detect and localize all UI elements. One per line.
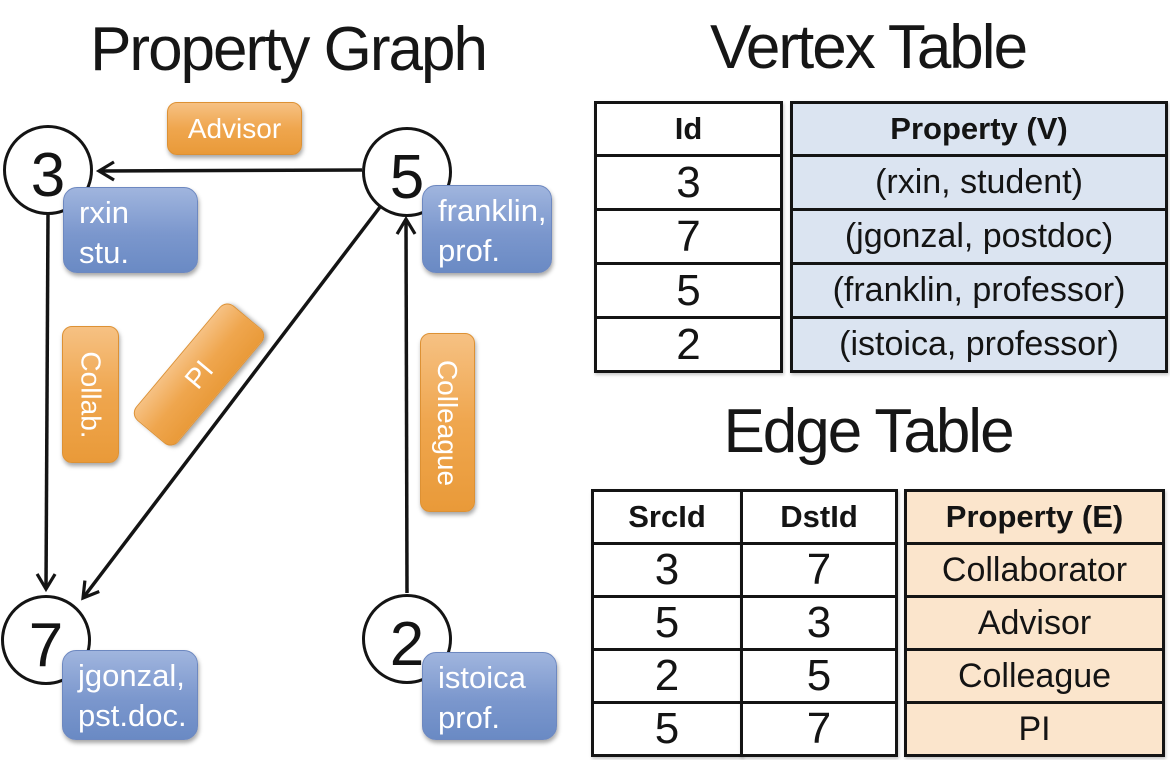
vertex-property-line2: prof. (438, 700, 501, 735)
vertex-table-property-column: Property (V) (rxin, student) (jgonzal, p… (790, 101, 1168, 373)
edge-table-property-cell: Colleague (907, 648, 1162, 701)
vertex-table-id-cell: 2 (597, 316, 780, 370)
edge-label-collab: Collab. (62, 326, 119, 463)
edge-label-text: Advisor (187, 112, 282, 144)
node-id-label: 7 (28, 610, 64, 680)
vertex-property-line2: stu. (79, 235, 129, 270)
edge-table-srcid-cell: 2 (594, 648, 740, 701)
vertex-property-line1: jgonzal, (78, 658, 185, 693)
edge-2-to-5-colleague (395, 215, 417, 594)
vertex-property-line2: prof. (438, 233, 501, 268)
node-id-label: 5 (389, 142, 425, 212)
edge-label-text: PI (178, 354, 219, 395)
vertex-property-box-7: jgonzal, pst.doc. (62, 650, 198, 740)
graph-node-5: 5 (362, 127, 452, 217)
edge-label-colleague: Colleague (420, 333, 475, 512)
graph-node-2: 2 (362, 594, 452, 684)
edge-table-property-cell: Advisor (907, 595, 1162, 648)
edge-3-to-7-collab (35, 213, 57, 593)
vertex-table-property-cell: (jgonzal, postdoc) (793, 208, 1165, 262)
vertex-property-box-3: rxin stu. (63, 187, 198, 273)
vertex-property-line1: rxin (79, 195, 129, 230)
vertex-table-title: Vertex Table (709, 13, 1028, 82)
edge-table-srcid-header: SrcId (628, 499, 706, 534)
vertex-property-line1: istoica (438, 660, 526, 695)
vertex-table-property-cell: (franklin, professor) (793, 262, 1165, 316)
vertex-table-property-cell: (istoica, professor) (793, 316, 1165, 370)
edge-table-dstid-header: DstId (780, 499, 858, 534)
tables-panel: Vertex Table Id 3 7 5 2 Property (V) (rx… (580, 0, 1170, 760)
vertex-property-box-2: istoica prof. (422, 652, 557, 740)
edge-label-text: Colleague (432, 359, 464, 486)
edge-5-to-7-pi (81, 205, 382, 601)
edge-table-dstid-column: DstId 7 3 5 7 (740, 489, 898, 757)
edge-table-srcid-cell: 5 (594, 595, 740, 648)
vertex-property-line1: franklin, (438, 193, 547, 228)
edge-table-srcid-cell: 5 (594, 701, 740, 754)
node-id-label: 3 (30, 140, 66, 210)
edge-table-title: Edge Table (723, 397, 1014, 466)
vertex-table-id-cell: 5 (597, 262, 780, 316)
edge-label-text: Collab. (75, 350, 107, 439)
edge-table-dstid-cell: 7 (743, 701, 895, 754)
edge-table-property-header: Property (E) (907, 492, 1162, 542)
edge-table-property-column: Property (E) Collaborator Advisor Collea… (904, 489, 1165, 757)
edge-table-srcid-column: SrcId 3 5 2 5 (591, 489, 743, 757)
node-id-label: 2 (389, 609, 425, 679)
edge-5-to-3-advisor (95, 160, 363, 182)
vertex-table-id-column: Id 3 7 5 2 (594, 101, 783, 373)
edge-label-advisor: Advisor (167, 102, 302, 155)
edge-table-property-cell: PI (907, 701, 1162, 754)
vertex-property-box-5: franklin, prof. (422, 185, 552, 273)
graph-title: Property Graph (90, 15, 488, 84)
graph-edges-layer (35, 160, 417, 601)
edge-table-dstid-cell: 7 (743, 542, 895, 595)
vertex-table-property-cell: (rxin, student) (793, 154, 1165, 208)
vertex-table-id-cell: 7 (597, 208, 780, 262)
edge-table-srcid-cell: 3 (594, 542, 740, 595)
edge-table-property-cell: Collaborator (907, 542, 1162, 595)
edge-table-dstid-cell: 5 (743, 648, 895, 701)
edge-table-dstid-cell: 3 (743, 595, 895, 648)
property-graph-panel: Property Graph 3 5 7 2 Advisor (0, 0, 580, 760)
vertex-property-line2: pst.doc. (78, 698, 187, 733)
vertex-table-id-header: Id (674, 111, 703, 146)
vertex-table-property-header: Property (V) (793, 104, 1165, 154)
vertex-table-id-cell: 3 (597, 154, 780, 208)
